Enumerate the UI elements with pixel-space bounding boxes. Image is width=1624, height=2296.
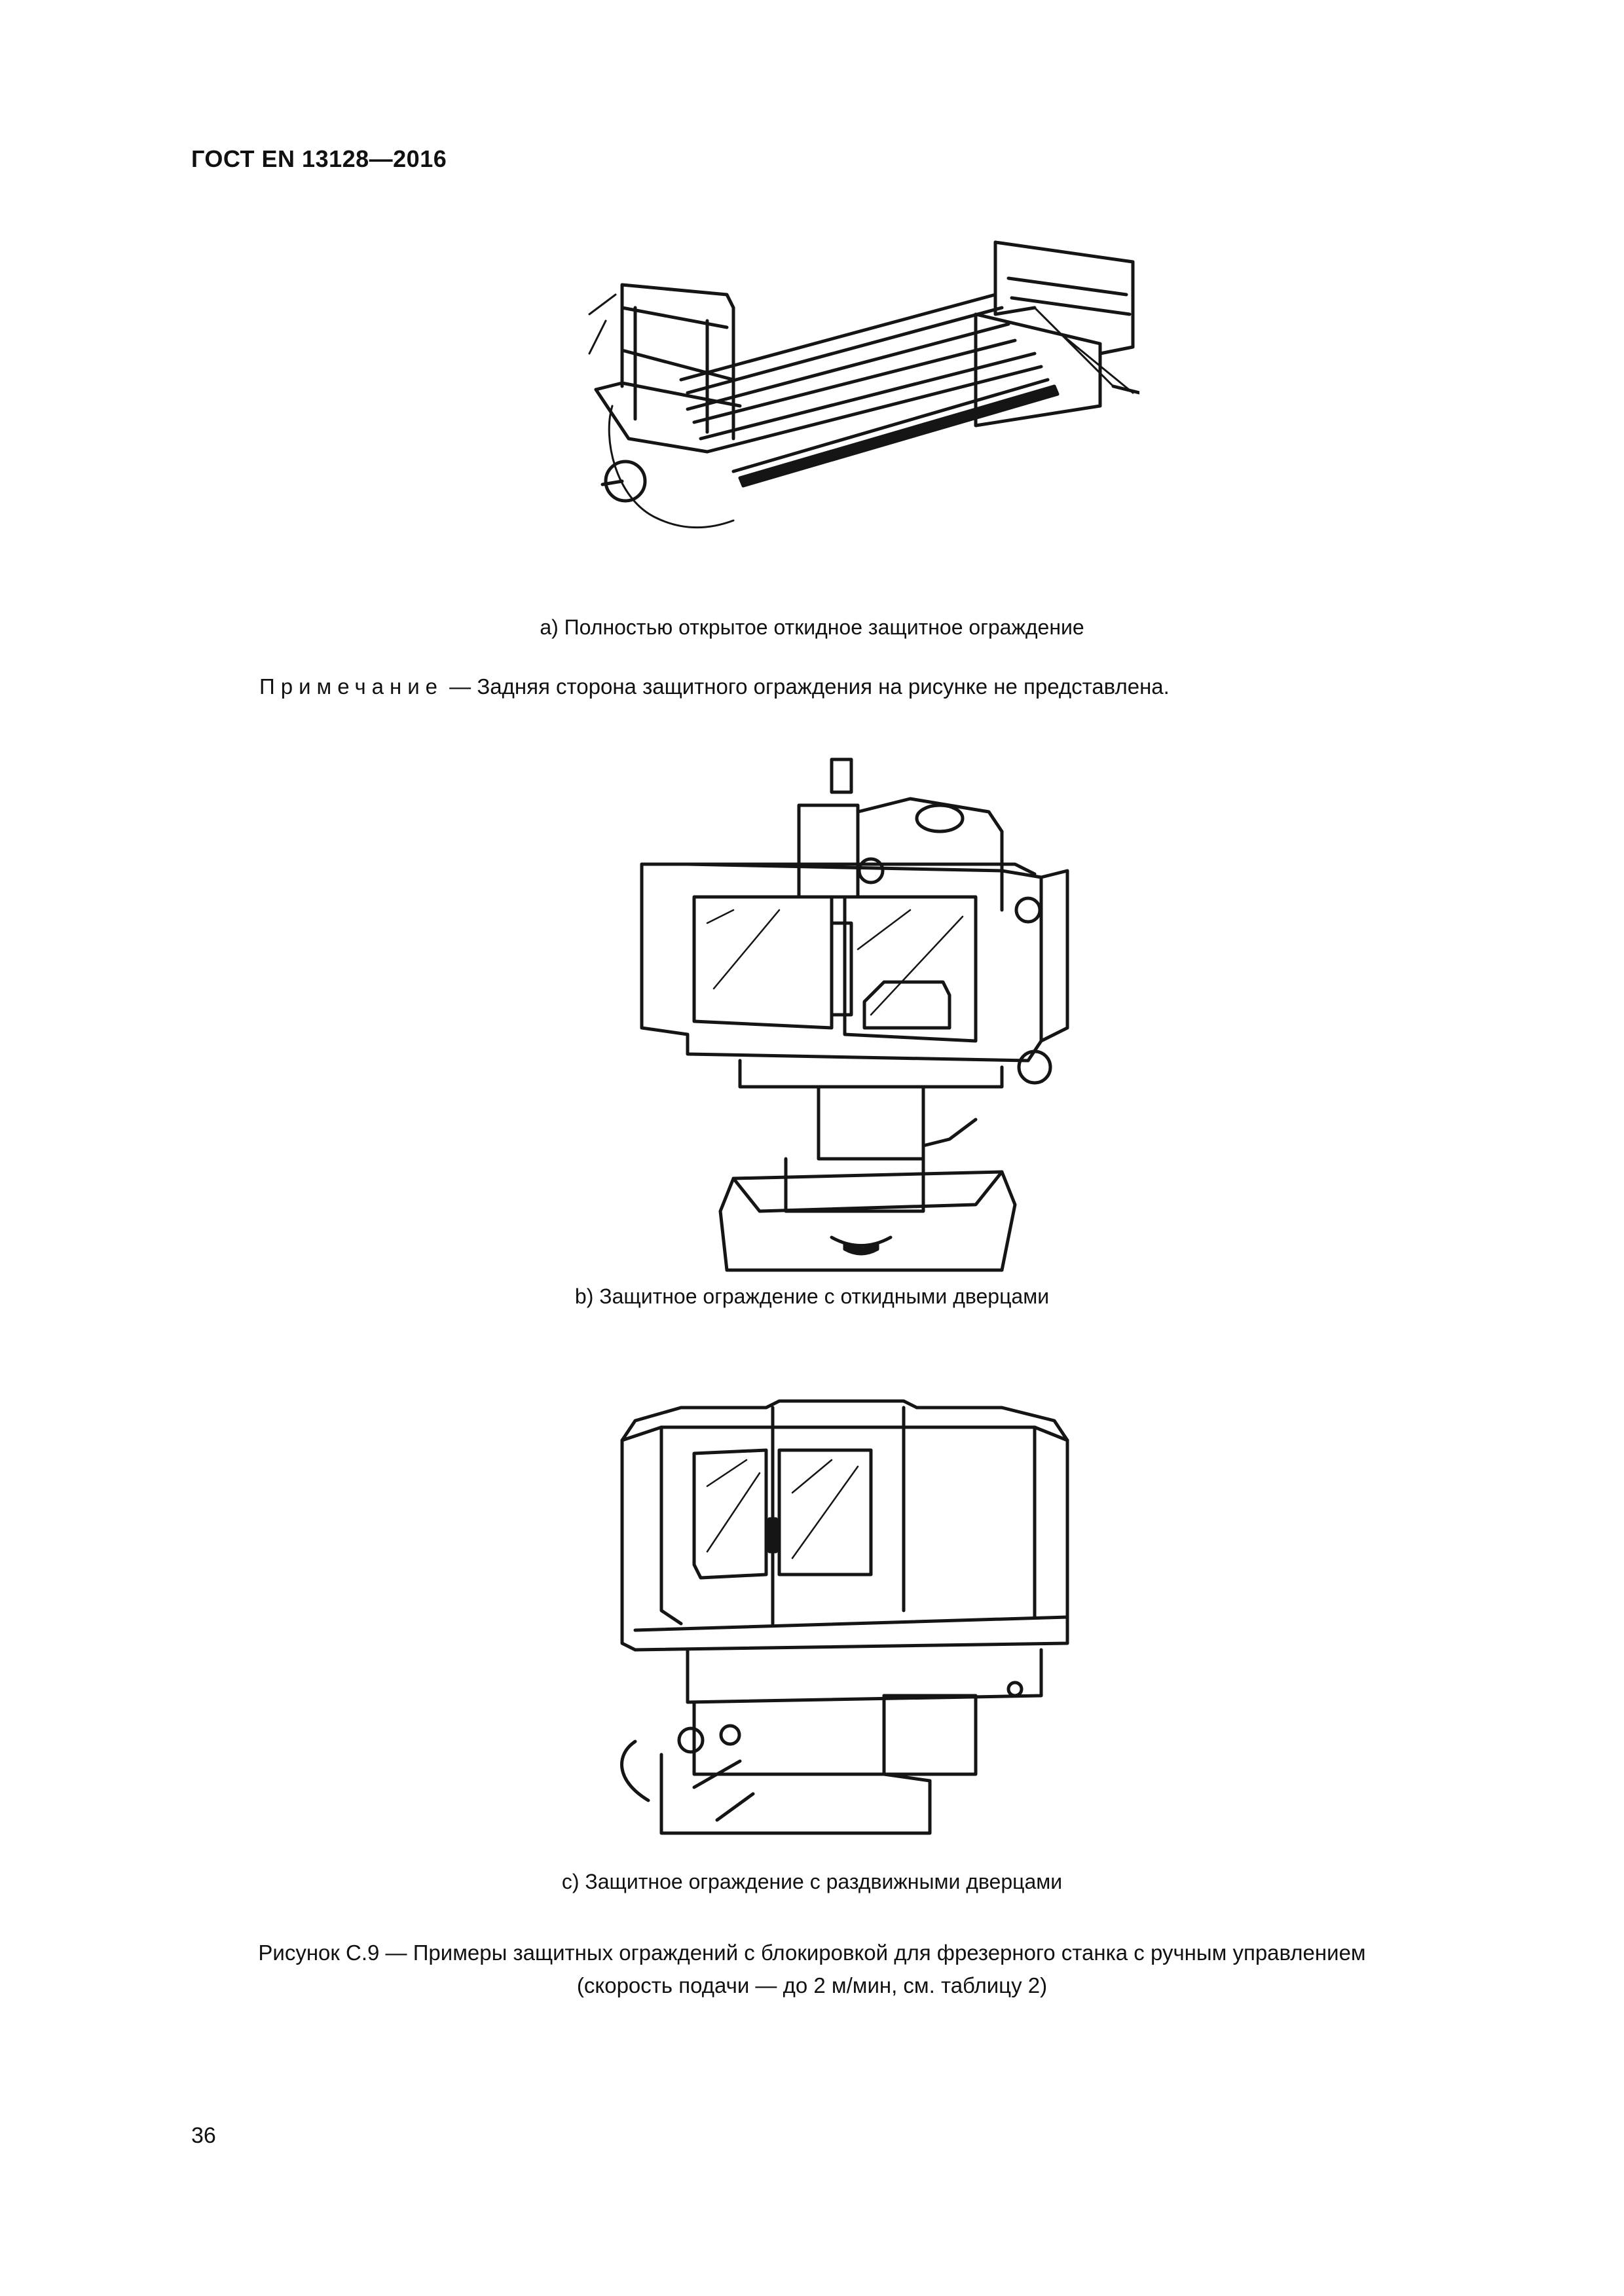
figure-a-caption: а) Полностью открытое откидное защитное … — [540, 615, 1084, 639]
knee-and-controls — [620, 1648, 1043, 1835]
figure-a-drawing — [588, 240, 1139, 529]
note-dash: — — [443, 674, 477, 699]
guard-rails — [679, 293, 1060, 488]
figure-c-caption: с) Защитное ограждение с раздвижными две… — [561, 1870, 1063, 1893]
door-guard-frame — [640, 862, 1069, 1085]
figure-c-drawing — [620, 1399, 1069, 1835]
figure-b-caption: b) Защитное ограждение с откидными дверц… — [574, 1285, 1050, 1308]
note-text: Задняя сторона защитного ограждения на р… — [477, 674, 1170, 699]
figure-title-line2: (скорость подачи — до 2 м/мин, см. табли… — [576, 1973, 1048, 1997]
figure-title-line1: Рисунок С.9 — Примеры защитных ограждени… — [258, 1941, 1366, 1965]
figure-title: Рисунок С.9 — Примеры защитных ограждени… — [0, 1937, 1624, 2002]
note-label: Примечание — [259, 674, 444, 699]
guard-right-frame — [974, 240, 1139, 428]
document-header: ГОСТ EN 13128—2016 — [191, 145, 447, 172]
knee-and-base — [718, 1059, 1017, 1272]
note: Примечание — Задняя сторона защитного ог… — [259, 674, 1170, 699]
milling-head — [797, 757, 1004, 912]
sliding-door-enclosure — [620, 1399, 1069, 1652]
guard-left-frame — [588, 283, 742, 529]
page-number: 36 — [191, 2123, 216, 2148]
figure-b-drawing — [640, 757, 1069, 1272]
